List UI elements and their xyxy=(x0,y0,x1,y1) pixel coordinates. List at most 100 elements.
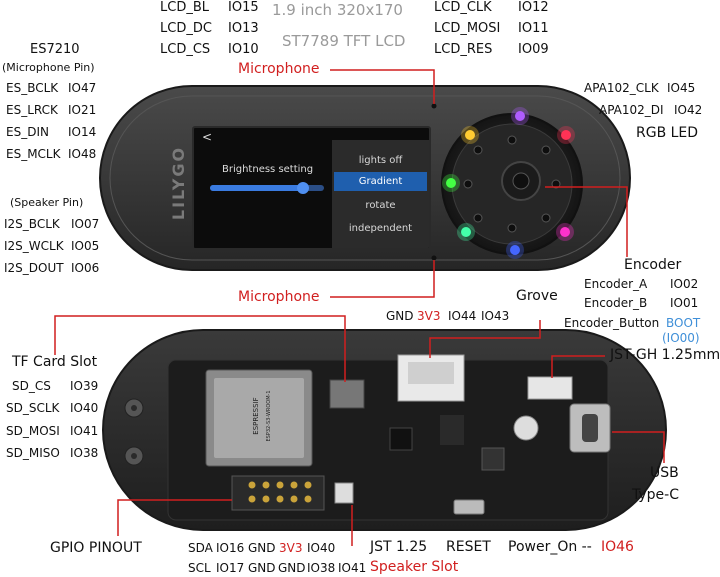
jst125-label: JST 1.25 xyxy=(370,539,428,555)
speaker-jst xyxy=(334,482,354,504)
usb-label: USB xyxy=(650,465,679,481)
brightness-label: Brightness setting xyxy=(222,164,314,175)
gpio-io40: IO40 xyxy=(307,541,336,555)
encoder-b-pin: IO01 xyxy=(670,296,699,310)
display-driver-label: ST7789 TFT LCD xyxy=(282,32,406,50)
brand-logo: LILYGO xyxy=(169,145,189,221)
i2s-dout-label: I2S_DOUT xyxy=(4,261,64,275)
lcd-bl-pin: IO15 xyxy=(228,0,259,15)
power-on-label: Power_On -- xyxy=(508,539,592,555)
es-lrck-pin: IO21 xyxy=(68,103,97,117)
lcd-cs-pin: IO10 xyxy=(228,42,259,57)
brightness-slider-knob xyxy=(297,182,310,194)
grove-io43: IO43 xyxy=(481,309,510,323)
menu-item-lights-off[interactable]: lights off xyxy=(358,155,403,166)
es-bclk-label: ES_BCLK xyxy=(6,81,59,95)
sd-sclk-pin: IO40 xyxy=(70,401,99,415)
lcd-screen: < Brightness setting lights off Gradient… xyxy=(192,126,431,250)
lcd-dc-label: LCD_DC xyxy=(160,21,212,36)
encoder-a-label: Encoder_A xyxy=(584,277,648,291)
apa102-di-label: APA102_DI xyxy=(599,103,664,117)
gpio-3v3: 3V3 xyxy=(279,541,303,555)
i2s-bclk-label: I2S_BCLK xyxy=(4,217,60,231)
module-model-text: ESP32-S3-WROOM-1 xyxy=(266,390,272,441)
tf-card-title: TF Card Slot xyxy=(12,354,98,370)
brightness-slider-fill xyxy=(210,185,304,191)
es-bclk-pin: IO47 xyxy=(68,81,97,95)
es-mclk-pin: IO48 xyxy=(68,147,97,161)
apa102-di-pin: IO42 xyxy=(674,103,703,117)
menu-item-rotate[interactable]: rotate xyxy=(365,200,396,211)
grove-3v3: 3V3 xyxy=(417,309,441,323)
grove-title: Grove xyxy=(516,288,558,304)
menu-item-independent[interactable]: independent xyxy=(348,223,413,234)
sd-cs-pin: IO39 xyxy=(70,379,99,393)
lcd-bl-label: LCD_BL xyxy=(160,0,209,15)
rgb-led-label: RGB LED xyxy=(636,125,699,141)
gpio-io38: IO38 xyxy=(307,561,336,575)
lcd-clk-pin: IO12 xyxy=(518,0,549,15)
gpio-header xyxy=(231,475,325,511)
i2s-wclk-label: I2S_WCLK xyxy=(4,239,64,253)
speaker-slot-label: Speaker Slot xyxy=(370,559,459,575)
encoder-b-label: Encoder_B xyxy=(584,296,648,310)
lcd-clk-label: LCD_CLK xyxy=(434,0,492,15)
sd-cs-label: SD_CS xyxy=(12,379,51,393)
sd-mosi-pin: IO41 xyxy=(70,424,99,438)
es7210-title: ES7210 xyxy=(30,42,80,57)
gpio-io41: IO41 xyxy=(338,561,367,575)
gpio-gnd-1: GND xyxy=(248,541,276,555)
encoder-button-io00: (IO00) xyxy=(662,331,700,345)
grove-io44: IO44 xyxy=(448,309,477,323)
brightness-slider[interactable] xyxy=(210,182,324,194)
menu-selection-highlight xyxy=(334,172,427,191)
reset-switch xyxy=(453,499,485,515)
lcd-res-label: LCD_RES xyxy=(434,42,493,57)
apa102-clk-label: APA102_CLK xyxy=(584,81,659,95)
rgb-led-ring xyxy=(463,135,561,233)
display-size-label: 1.9 inch 320x170 xyxy=(272,1,403,19)
module-brand-text: ESPRESSIF xyxy=(252,397,260,434)
gpio-sda: SDA xyxy=(188,541,213,555)
sd-miso-label: SD_MISO xyxy=(6,446,60,460)
i2s-dout-pin: IO06 xyxy=(71,261,100,275)
gpio-io17: IO17 xyxy=(216,561,245,575)
lcd-res-pin: IO09 xyxy=(518,42,549,57)
encoder-a-pin: IO02 xyxy=(670,277,699,291)
es-din-pin: IO14 xyxy=(68,125,97,139)
sd-miso-pin: IO38 xyxy=(70,446,99,460)
speaker-pin-title: (Speaker Pin) xyxy=(10,196,84,209)
tf-slot xyxy=(329,379,365,409)
menu-item-gradient[interactable]: Gradient xyxy=(358,176,403,187)
i2s-bclk-pin: IO07 xyxy=(71,217,100,231)
es-lrck-label: ES_LRCK xyxy=(6,103,58,117)
lcd-mosi-label: LCD_MOSI xyxy=(434,21,501,36)
es-mclk-label: ES_MCLK xyxy=(6,147,61,161)
jst-gh-connector xyxy=(527,376,573,400)
gpio-gnd-3: GND xyxy=(278,561,306,575)
power-on-pin: IO46 xyxy=(601,539,634,555)
encoder-button-boot: BOOT xyxy=(666,316,701,330)
usb-type-label: Type-C xyxy=(632,487,679,503)
gpio-gnd-2: GND xyxy=(248,561,276,575)
lcd-mosi-pin: IO11 xyxy=(518,21,549,36)
gpio-scl: SCL xyxy=(188,561,211,575)
i2s-wclk-pin: IO05 xyxy=(71,239,100,253)
jst-gh-label: JST-GH 1.25mm xyxy=(610,347,720,363)
microphone-top-label: Microphone xyxy=(238,61,320,77)
apa102-clk-pin: IO45 xyxy=(667,81,696,95)
reset-label: RESET xyxy=(446,539,491,555)
sd-sclk-label: SD_SCLK xyxy=(6,401,60,415)
encoder-button-label: Encoder_Button xyxy=(564,316,660,330)
gpio-io16: IO16 xyxy=(216,541,245,555)
encoder-title: Encoder xyxy=(624,257,682,273)
sd-mosi-label: SD_MOSI xyxy=(6,424,60,438)
microphone-bottom-label: Microphone xyxy=(238,289,320,305)
lcd-dc-pin: IO13 xyxy=(228,21,259,36)
gpio-pinout-label: GPIO PINOUT xyxy=(50,540,142,556)
back-icon[interactable]: < xyxy=(202,130,213,144)
es7210-subtitle: (Microphone Pin) xyxy=(2,61,95,74)
lcd-cs-label: LCD_CS xyxy=(160,42,211,57)
rgb-led-lights xyxy=(442,107,575,259)
effect-menu: lights off Gradient rotate independent xyxy=(332,140,429,248)
